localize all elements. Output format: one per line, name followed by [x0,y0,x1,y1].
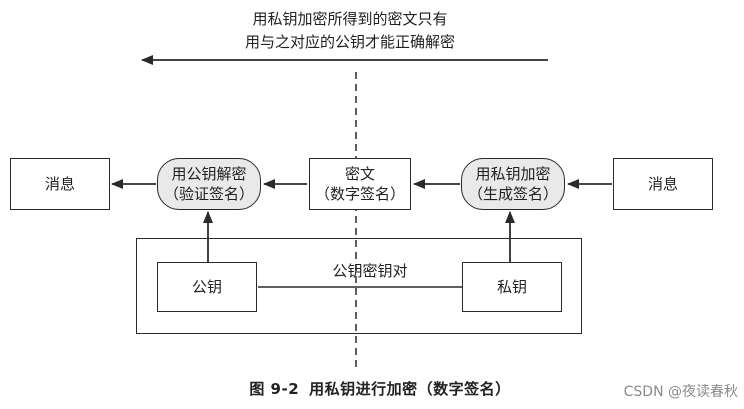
public-key-label: 公钥 [191,278,222,296]
private-key-label: 私钥 [496,278,527,296]
public-key-decrypt-node: 用公钥解密 （验证签名） [157,158,261,210]
public-key-decrypt-line1: 用公钥解密 [171,165,247,183]
message-right-label: 消息 [647,175,678,193]
top-note-line1: 用私钥加密所得到的密文只有 [252,10,448,28]
private-key-encrypt-node: 用私钥加密 （生成签名） [461,158,565,210]
key-pair-label: 公钥密钥对 [332,262,408,280]
public-key-box: 公钥 [157,262,257,312]
message-right-box: 消息 [613,158,713,210]
ciphertext-line2: （数字签名） [314,185,405,203]
private-key-encrypt-line1: 用私钥加密 [475,165,551,183]
key-pair-frame [136,238,582,334]
ciphertext-box: 密文 （数字签名） [309,158,411,210]
private-key-encrypt-line2: （生成签名） [467,185,558,203]
message-left-box: 消息 [10,158,110,210]
watermark: CSDN @夜读春秋 [623,384,738,400]
ciphertext-line1: 密文 [344,165,375,183]
top-note: 用私钥加密所得到的密文只有 用与之对应的公钥才能正确解密 [170,8,530,54]
figure-caption: 图 9-2 用私钥进行加密（数字签名） [200,378,560,399]
public-key-decrypt-line2: （验证签名） [163,185,254,203]
figure-number: 图 9-2 [249,380,300,398]
figure-title: 用私钥进行加密（数字签名） [309,380,511,398]
private-key-box: 私钥 [462,262,562,312]
message-left-label: 消息 [44,175,75,193]
top-note-line2: 用与之对应的公钥才能正确解密 [244,33,455,51]
